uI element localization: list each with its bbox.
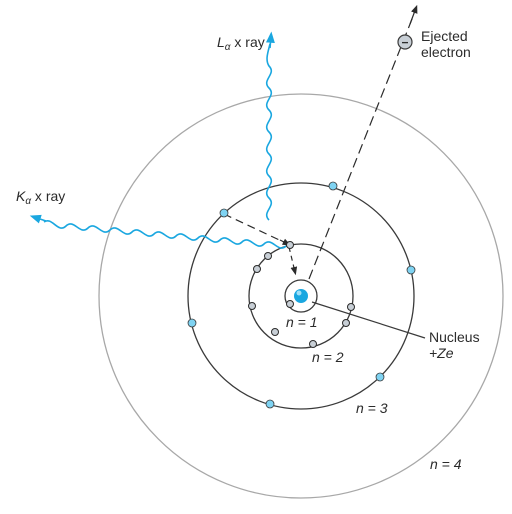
ejected-label-line1: Ejected — [421, 28, 468, 44]
electron-n2-b — [264, 252, 272, 260]
k-alpha-arrow — [29, 214, 47, 224]
orbit-n2 — [248, 243, 354, 349]
electron-n2-c — [253, 265, 261, 273]
shell-label-n4: n = 4 — [430, 456, 462, 472]
electron-n2-g — [342, 319, 350, 327]
l-alpha-arrow — [265, 31, 275, 49]
electron-n3-f — [219, 208, 229, 218]
electron-n3-e — [187, 318, 197, 328]
ejection-arrow — [409, 4, 418, 25]
l-alpha-wave — [265, 43, 273, 221]
k-alpha-wave — [43, 219, 287, 249]
k-alpha-label: Kα x ray — [16, 188, 65, 207]
nucleus-leader-line — [311, 301, 426, 339]
nucleus-label-line1: Nucleus — [429, 329, 480, 345]
transition-n2-to-n1 — [288, 246, 298, 276]
electron-sign: − — [401, 36, 408, 50]
electron-n1-a — [286, 300, 294, 308]
ejected-electron: − — [397, 34, 413, 50]
electron-n2-a — [286, 241, 294, 249]
shell-label-n3: n = 3 — [356, 400, 388, 416]
shell-label-n1: n = 1 — [286, 314, 318, 330]
nucleus-label-line2: +Ze — [429, 345, 454, 361]
electron-n2-h — [347, 303, 355, 311]
electron-n2-f — [309, 340, 317, 348]
shell-label-n2: n = 2 — [312, 349, 344, 365]
electron-n2-d — [248, 302, 256, 310]
ejection-path — [308, 13, 415, 280]
orbit-n1 — [284, 279, 318, 313]
nucleus-highlight — [296, 290, 302, 296]
orbit-n3 — [187, 182, 415, 410]
electron-n3-a — [328, 181, 338, 191]
electron-n2-e — [271, 328, 279, 336]
electron-n3-c — [375, 372, 385, 382]
electron-n3-b — [406, 265, 416, 275]
nucleus — [294, 289, 308, 303]
l-alpha-label: Lα x ray — [217, 34, 265, 53]
electron-n3-d — [265, 399, 275, 409]
ejected-label-line2: electron — [421, 44, 471, 60]
orbit-n4 — [98, 93, 504, 499]
